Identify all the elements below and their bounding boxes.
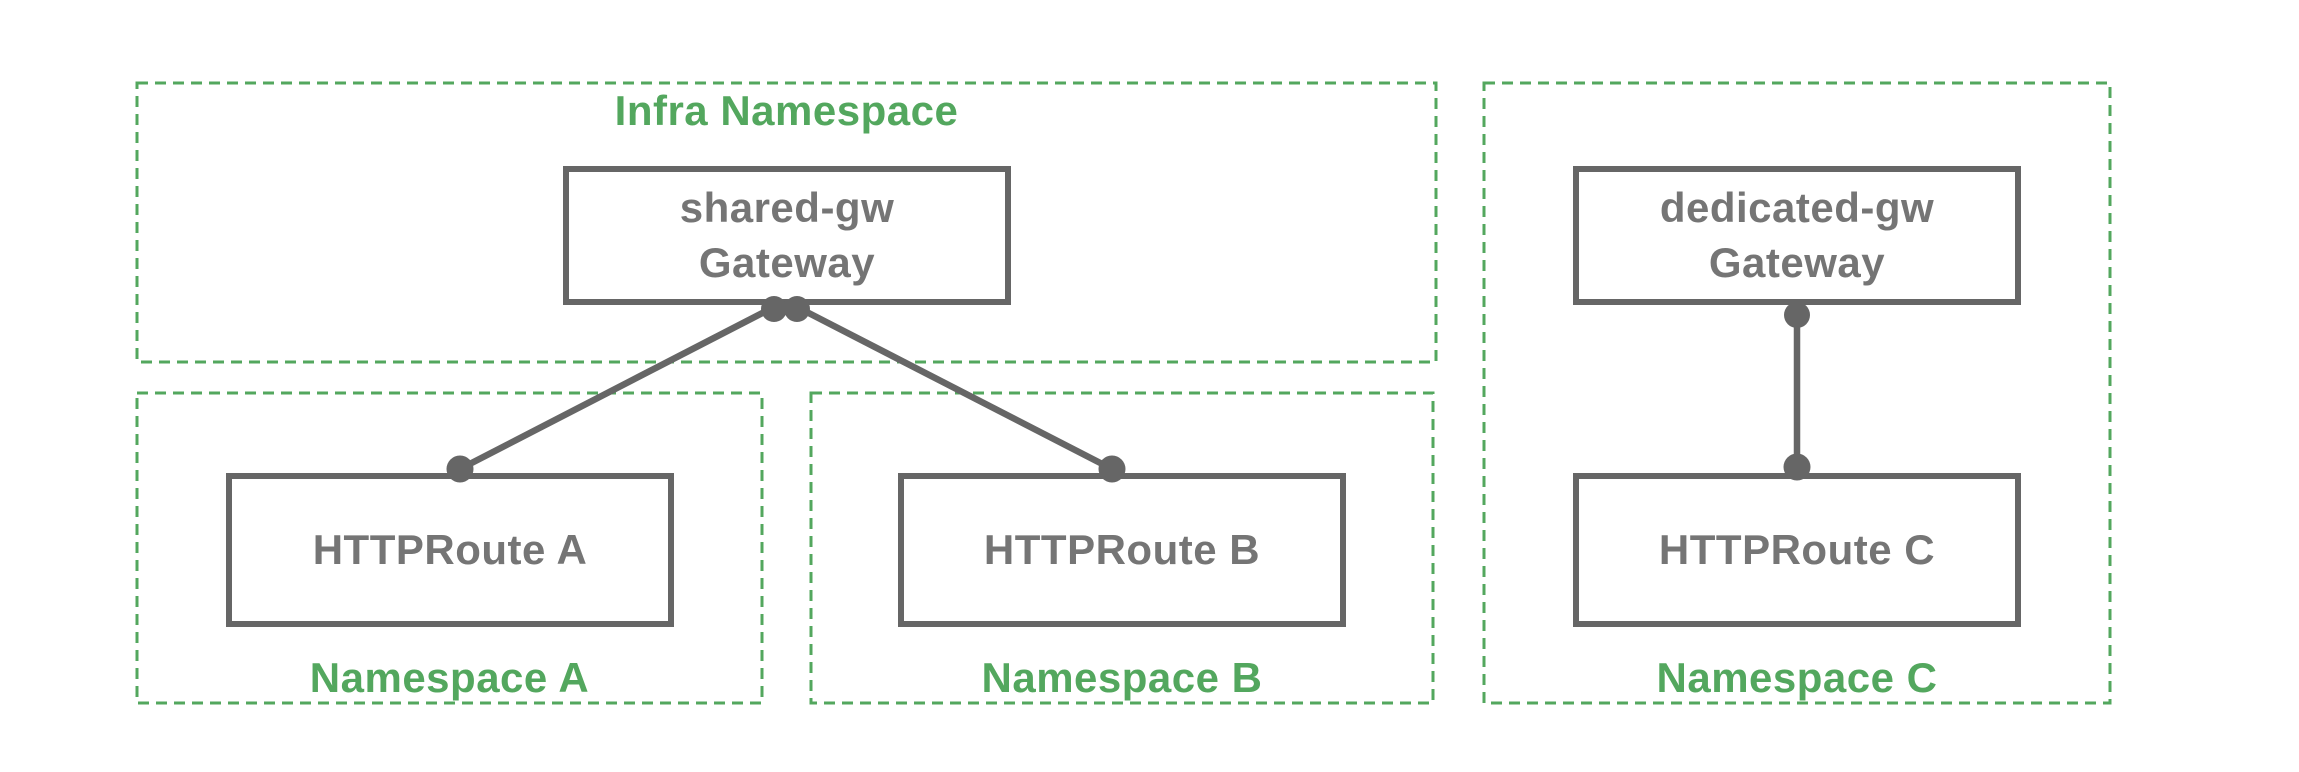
node-httproute-c: HTTPRoute C [1573, 473, 2021, 627]
node-shared-gw-gateway: shared-gw Gateway [563, 166, 1011, 305]
namespace-b-label: Namespace B [981, 654, 1263, 701]
node-httproute-a-label: HTTPRoute A [312, 525, 588, 573]
node-httproute-b-label: HTTPRoute B [983, 525, 1261, 573]
node-dedicated-gw-gateway: dedicated-gw Gateway [1573, 166, 2021, 305]
node-httproute-b: HTTPRoute B [898, 473, 1346, 627]
infra-namespace-boundary [135, 81, 1438, 364]
infra-namespace-label: Infra Namespace [614, 87, 959, 134]
node-dedicated-gw-line2: Gateway [1708, 238, 1886, 286]
namespace-c-label: Namespace C [1656, 654, 1938, 701]
namespace-c-boundary [1482, 81, 2112, 705]
node-shared-gw-line2: Gateway [698, 238, 876, 286]
node-dedicated-gw-line1: dedicated-gw [1659, 183, 1935, 231]
node-httproute-c-label: HTTPRoute C [1658, 525, 1936, 573]
node-httproute-a: HTTPRoute A [226, 473, 674, 627]
node-shared-gw-line1: shared-gw [679, 183, 895, 231]
namespace-a-label: Namespace A [309, 654, 590, 701]
namespace-b-boundary [809, 391, 1435, 705]
namespace-a-boundary [135, 391, 764, 705]
